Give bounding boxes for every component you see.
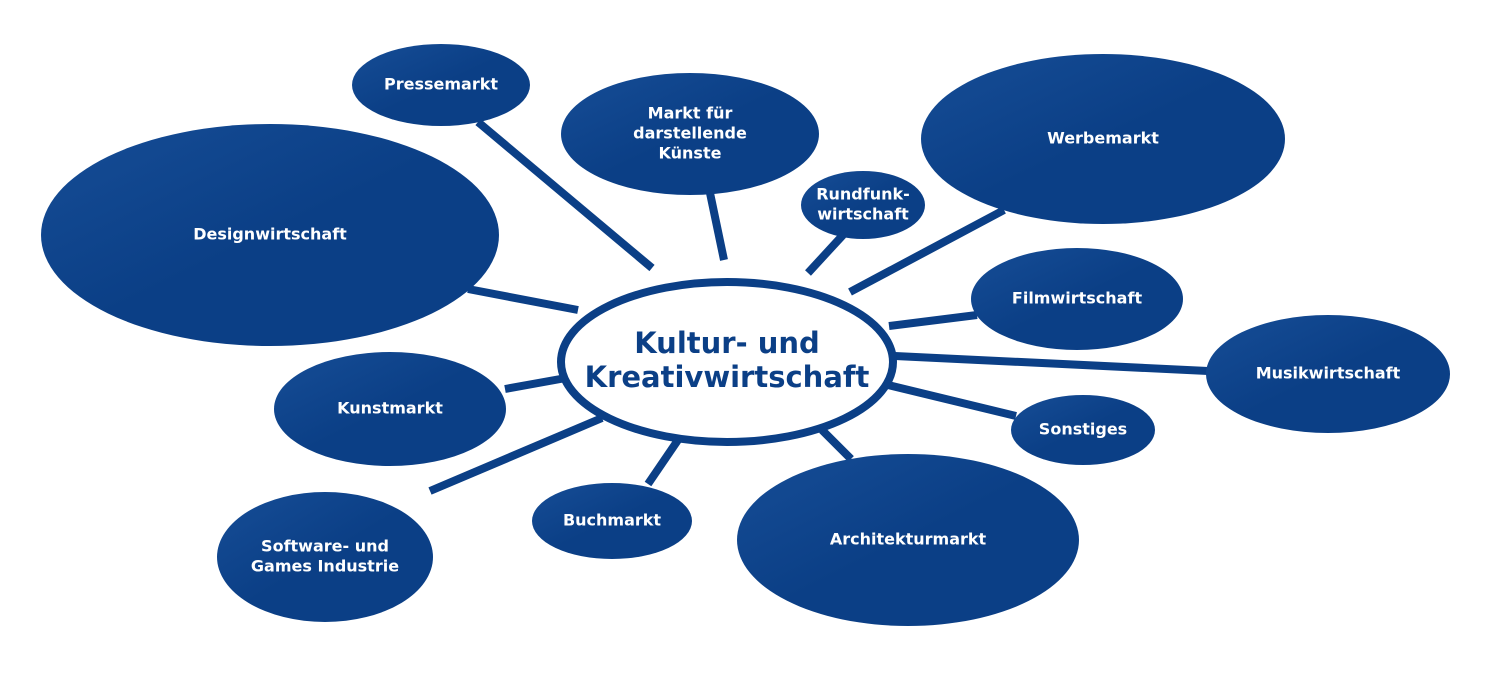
bubble-label-sonstiges: Sonstiges: [1039, 420, 1127, 439]
bubble-shape-buchmarkt: [532, 483, 692, 559]
bubble-label-buchmarkt: Buchmarkt: [563, 511, 661, 530]
bubble-label-darstellende-kuenste: Markt für: [648, 104, 733, 123]
connector-kunstmarkt: [504, 374, 567, 393]
connector-designwirtschaft: [467, 285, 579, 314]
bubble-shape-software-games: [217, 492, 433, 622]
bubble-shape-sonstiges: [1011, 395, 1155, 465]
connector-rundfunk: [805, 232, 846, 276]
bubble-label-pressemarkt: Pressemarkt: [384, 75, 498, 94]
bubble-shape-filmwirtschaft: [971, 248, 1183, 350]
connector-pressemarkt: [475, 118, 655, 272]
bubble-filmwirtschaft: Filmwirtschaft: [971, 248, 1183, 350]
connector-sonstiges: [887, 381, 1017, 420]
connector-darstellende-kuenste: [706, 192, 728, 261]
bubble-label-musikwirtschaft: Musikwirtschaft: [1256, 364, 1401, 383]
connector-filmwirtschaft: [888, 311, 978, 330]
bubble-label-rundfunk: Rundfunk-: [816, 185, 910, 204]
bubble-label-software-games: Games Industrie: [251, 557, 399, 576]
bubble-shape-architekturmarkt: [737, 454, 1079, 626]
bubble-designwirtschaft: Designwirtschaft: [41, 124, 499, 346]
bubble-label-werbemarkt: Werbemarkt: [1047, 129, 1159, 148]
bubble-label-rundfunk: wirtschaft: [817, 205, 909, 224]
connector-architekturmarkt: [819, 427, 854, 462]
bubble-shape-pressemarkt: [352, 44, 530, 126]
center-bubble-shape: [557, 278, 897, 446]
bubble-shape-designwirtschaft: [41, 124, 499, 346]
bubble-shape-darstellende-kuenste: [561, 73, 819, 195]
center-title: Kreativwirtschaft: [585, 360, 870, 394]
center-title: Kultur- und: [634, 326, 820, 360]
bubble-label-architekturmarkt: Architekturmarkt: [830, 530, 987, 549]
bubble-shape-kunstmarkt: [274, 352, 506, 466]
bubble-label-kunstmarkt: Kunstmarkt: [337, 399, 443, 418]
bubble-label-darstellende-kuenste: darstellende: [633, 124, 747, 143]
connector-software-games: [428, 414, 604, 495]
bubble-buchmarkt: Buchmarkt: [532, 483, 692, 559]
connector-musikwirtschaft: [894, 352, 1209, 375]
connector-buchmarkt: [644, 437, 682, 487]
bubble-kunstmarkt: Kunstmarkt: [274, 352, 506, 466]
bubble-label-filmwirtschaft: Filmwirtschaft: [1012, 289, 1143, 308]
connector-lines: [428, 118, 1209, 495]
bubble-musikwirtschaft: Musikwirtschaft: [1206, 315, 1450, 433]
bubble-label-software-games: Software- und: [261, 537, 389, 556]
bubble-shape-werbemarkt: [921, 54, 1285, 224]
bubble-architekturmarkt: Architekturmarkt: [737, 454, 1079, 626]
bubble-label-designwirtschaft: Designwirtschaft: [193, 225, 347, 244]
bubble-shape-musikwirtschaft: [1206, 315, 1450, 433]
bubble-pressemarkt: Pressemarkt: [352, 44, 530, 126]
bubble-rundfunk: Rundfunk-wirtschaft: [801, 171, 925, 239]
bubble-sonstiges: Sonstiges: [1011, 395, 1155, 465]
bubble-shape-rundfunk: [801, 171, 925, 239]
bubble-label-darstellende-kuenste: Künste: [659, 144, 722, 163]
bubble-werbemarkt: Werbemarkt: [921, 54, 1285, 224]
connector-werbemarkt: [848, 206, 1006, 296]
